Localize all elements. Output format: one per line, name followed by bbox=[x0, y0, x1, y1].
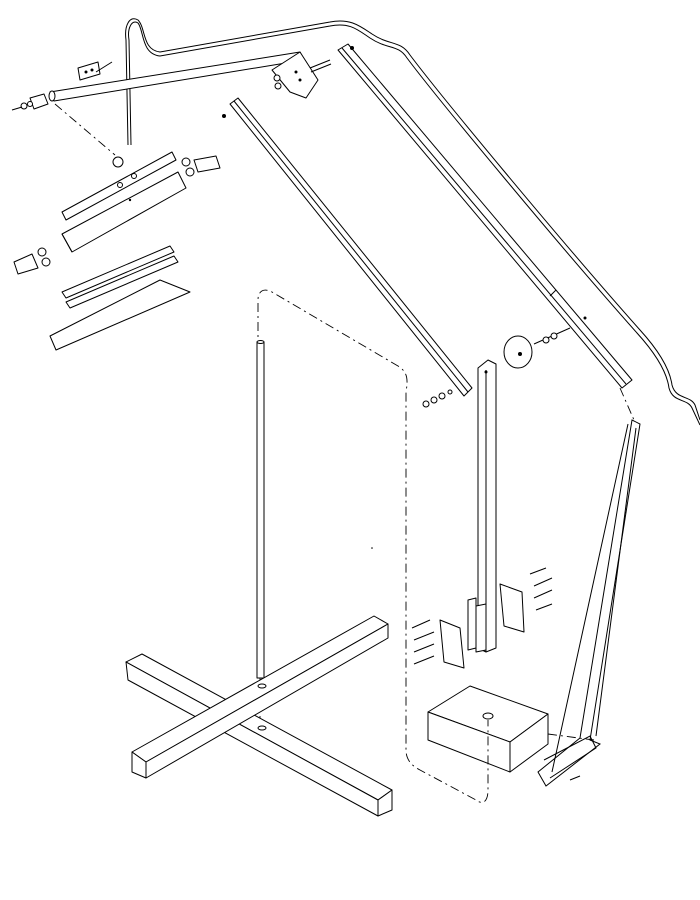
diffuser-sheet bbox=[49, 279, 191, 351]
assembly-boundary bbox=[257, 289, 489, 803]
vertical-post bbox=[467, 359, 497, 653]
pole bbox=[256, 340, 265, 725]
long-arm-lower bbox=[222, 97, 473, 397]
assembly-line-knob bbox=[54, 103, 116, 156]
top-arm bbox=[48, 51, 332, 102]
weight-plates bbox=[411, 567, 553, 669]
stray-mark bbox=[371, 547, 373, 549]
pivot-hardware-left bbox=[422, 389, 453, 408]
long-arm-upper bbox=[337, 43, 633, 389]
shade-assembly bbox=[13, 151, 221, 275]
power-cord bbox=[125, 18, 700, 426]
assembly-line-frame bbox=[619, 387, 635, 421]
end-cap-left bbox=[11, 93, 49, 111]
cross-base bbox=[125, 615, 393, 817]
fluorescent-tubes bbox=[61, 245, 179, 309]
wire-frame bbox=[537, 419, 641, 787]
block-base bbox=[427, 685, 549, 773]
knob bbox=[112, 156, 124, 168]
pivot-disc bbox=[503, 316, 587, 369]
cord-clamp bbox=[77, 61, 113, 81]
assembly-line-base bbox=[547, 733, 595, 741]
